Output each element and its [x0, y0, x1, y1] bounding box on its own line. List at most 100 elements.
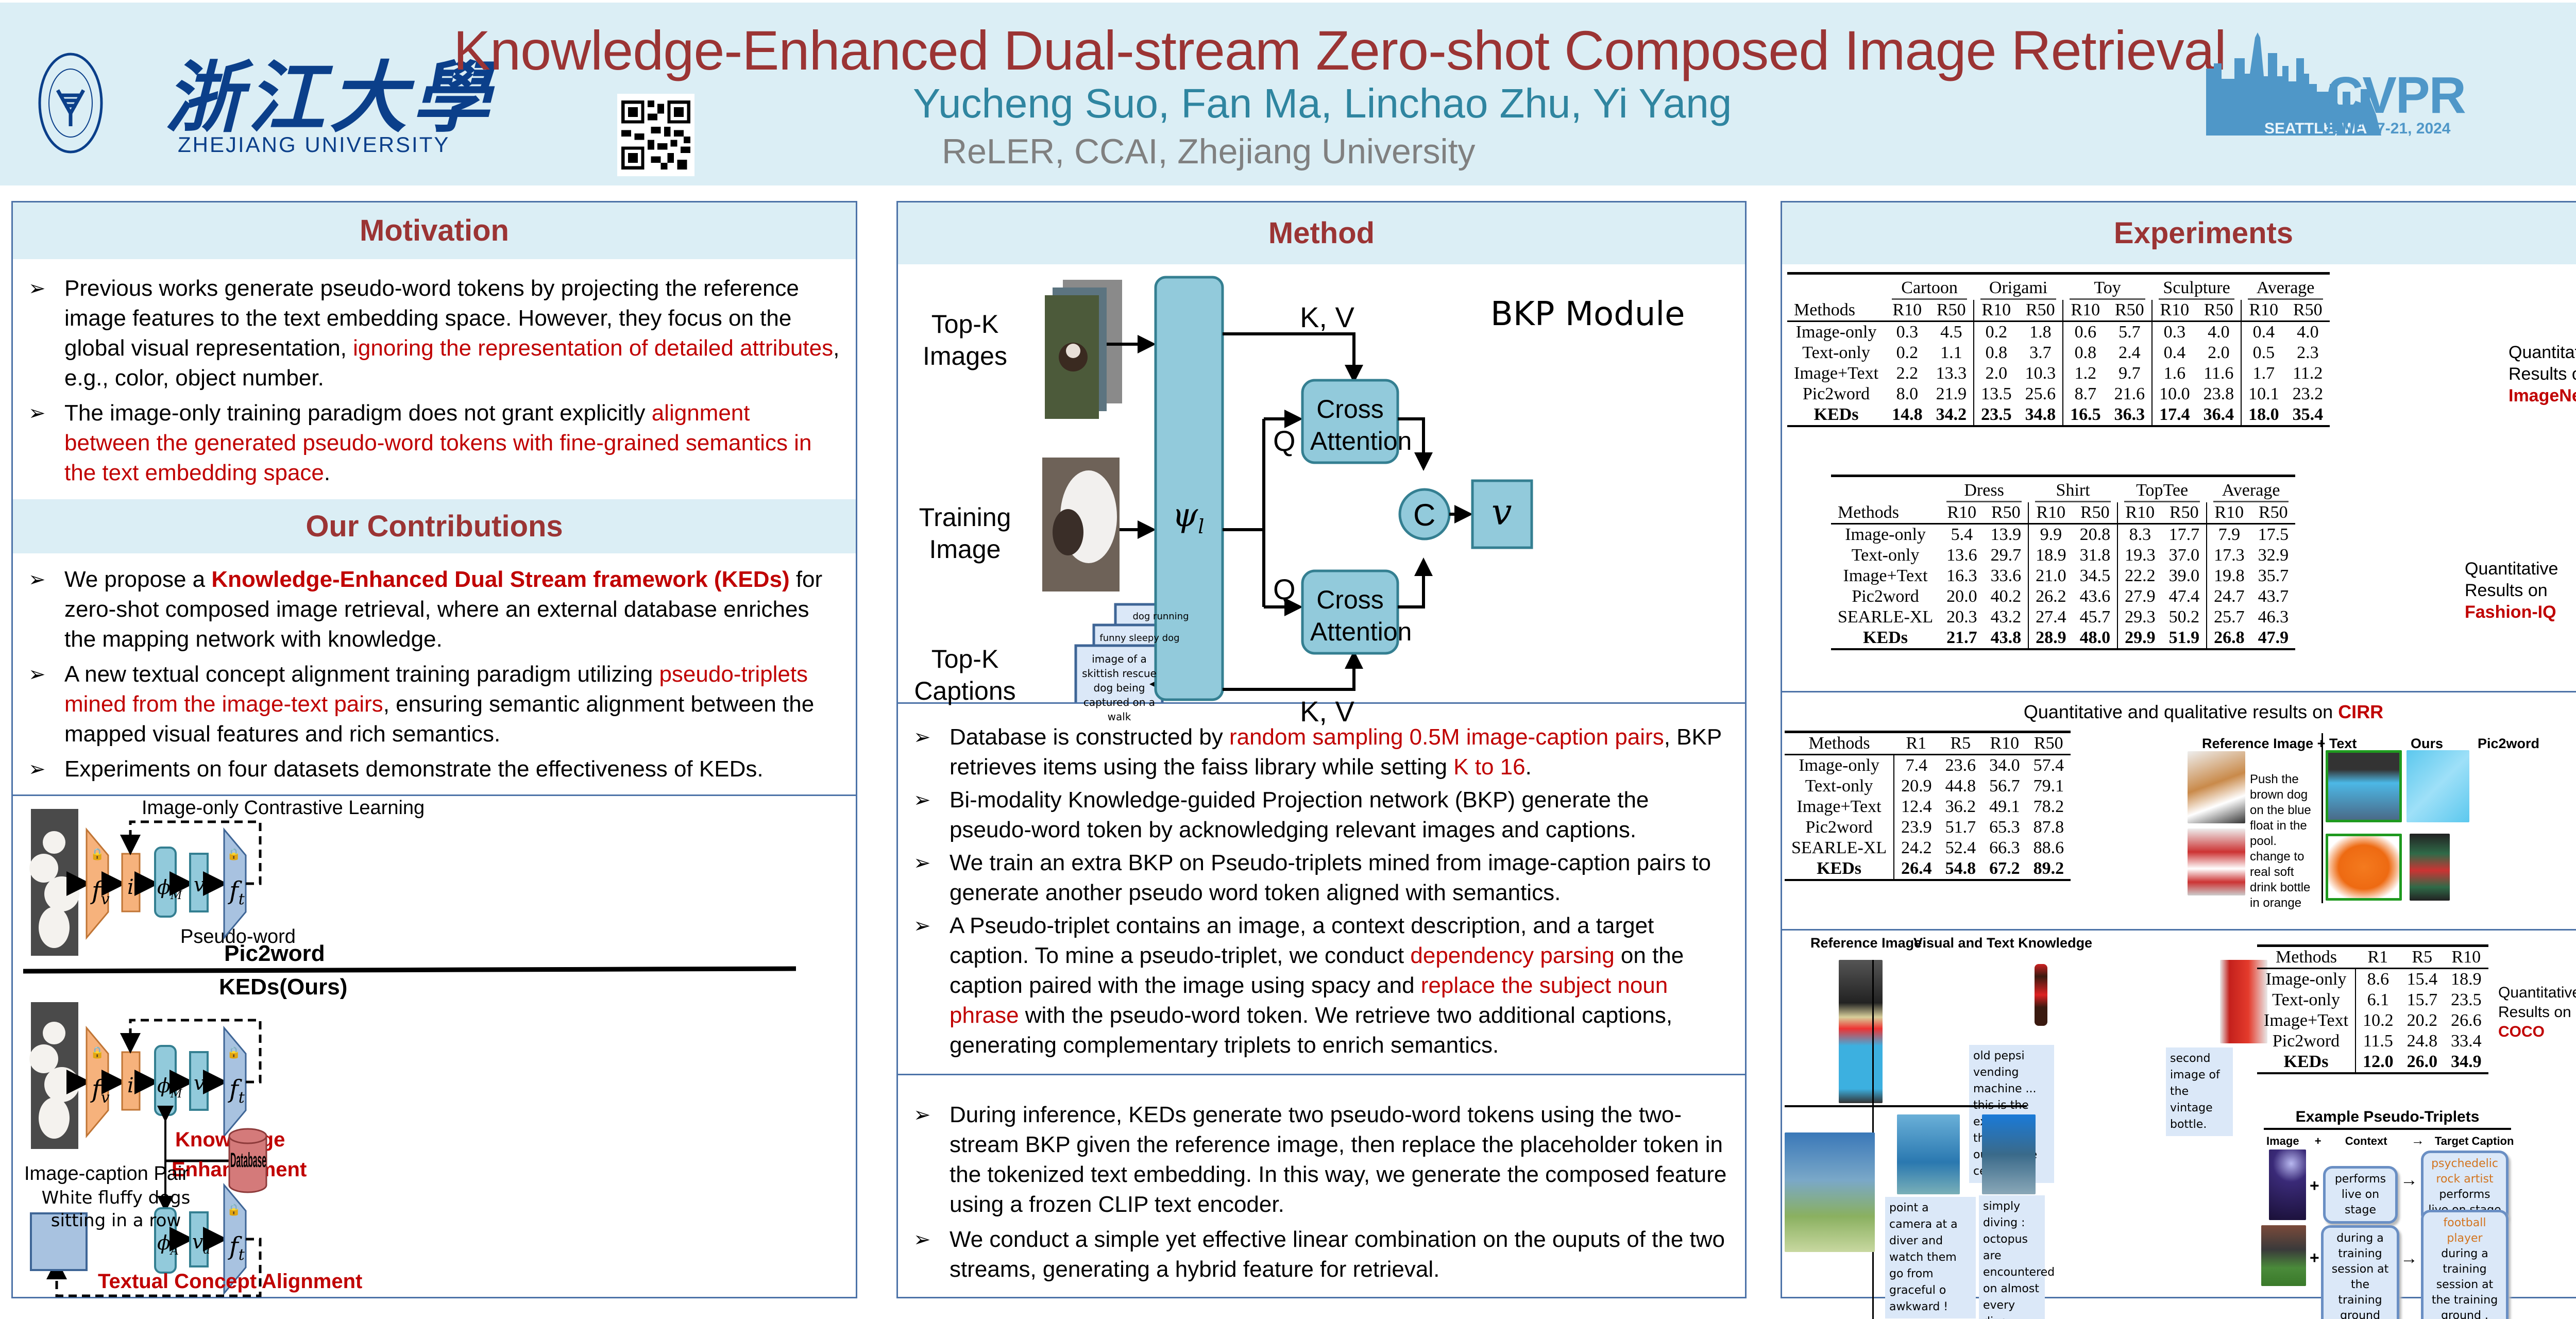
value-cell: 51.7	[1945, 818, 1976, 837]
divers-image	[1897, 1114, 1960, 1194]
knowledge-header: Visual and Text Knowledge	[1913, 935, 2093, 951]
value-cell: 2.0	[2208, 343, 2230, 362]
fv-encoder	[86, 827, 109, 940]
value-cell: 1.8	[2029, 323, 2052, 342]
value-cell: 23.9	[1893, 817, 1939, 838]
value-cell: 20.8	[2079, 525, 2111, 544]
conference-city: SEATTLE, WA	[2264, 120, 2367, 137]
group-header: Dress	[1946, 480, 2022, 502]
value-cell: 20.9	[1893, 776, 1939, 797]
method-cell: Image-only	[1845, 525, 1926, 544]
bullet-item: We conduct a simple yet effective linear…	[898, 1225, 1732, 1284]
value-cell: 24.7	[2206, 586, 2251, 607]
value-cell: 27.9	[2117, 586, 2162, 607]
value-cell: 46.3	[2258, 607, 2289, 627]
methods-header: Methods	[1787, 300, 1886, 322]
metric-header: R50	[2162, 502, 2207, 525]
qr-code-icon[interactable]	[617, 94, 694, 176]
knowledge-ref-header: Reference Image	[1810, 935, 1922, 951]
value-cell: 2.0	[1973, 363, 2019, 384]
topk-captions-label: Top-K Captions	[914, 645, 1016, 705]
topk-images-label: Top-K Images	[923, 310, 1007, 370]
value-cell: 10.2	[2355, 1010, 2400, 1031]
value-cell: 1.1	[1940, 343, 1962, 362]
group-header: Origami	[1980, 278, 2057, 300]
psi-encoder	[1154, 276, 1224, 701]
value-cell: 0.4	[2241, 321, 2286, 343]
group-header: Toy	[2070, 278, 2146, 300]
value-cell: 21.9	[1936, 384, 1967, 403]
value-cell: 31.8	[2079, 546, 2111, 565]
qual-header-pic2word: Pic2word	[2478, 736, 2540, 751]
contributions-list: We propose a Knowledge-Enhanced Dual Str…	[13, 553, 856, 794]
left-column-panel: Motivation Previous works generate pseud…	[11, 201, 857, 1298]
value-cell: 89.2	[2026, 858, 2071, 881]
bullet-item: Previous works generate pseudo-word toke…	[13, 274, 840, 393]
value-cell: 23.5	[2451, 990, 2482, 1009]
value-cell: 33.6	[1990, 566, 2022, 585]
svg-text:Database: Database	[230, 1149, 266, 1172]
arrow-right-icon: →	[2400, 1170, 2418, 1190]
value-cell: 43.8	[1984, 628, 2029, 650]
metric-header: R50	[2251, 502, 2296, 525]
value-cell: 79.1	[2033, 776, 2064, 796]
value-cell: 47.4	[2168, 587, 2200, 606]
svg-text:Image-caption Pair: Image-caption Pair	[24, 1163, 189, 1185]
value-cell: 66.3	[1989, 838, 2020, 857]
metric-header: R10	[1940, 502, 1984, 525]
value-cell: 4.0	[2297, 323, 2319, 342]
metric-header: R10	[2206, 502, 2251, 525]
column-header: R5	[2400, 944, 2445, 969]
poster-header: 浙江大學 ZHEJIANG UNIVERSITY Knowledge-Enhan…	[0, 3, 2576, 185]
value-cell: 54.8	[1938, 858, 1983, 881]
bullet-item: The image-only training paradigm does no…	[13, 398, 840, 488]
triplet-image-1	[2269, 1149, 2306, 1220]
triplet-image-2	[2261, 1225, 2306, 1286]
triplets-title: Example Pseudo-Triplets	[2264, 1108, 2511, 1130]
value-cell: 10.1	[2241, 384, 2286, 404]
column-header: R5	[1938, 731, 1983, 755]
value-cell: 7.4	[1893, 754, 1939, 776]
value-cell: 2.4	[2119, 343, 2141, 362]
svg-text:ϕM: ϕM	[157, 1074, 182, 1101]
svg-text:v: v	[194, 1072, 205, 1094]
group-header: Shirt	[2035, 480, 2111, 502]
value-cell: 51.9	[2162, 628, 2207, 650]
value-cell: 9.7	[2119, 364, 2141, 383]
value-cell: 13.9	[1990, 525, 2022, 544]
value-cell: 2.3	[2297, 343, 2319, 362]
value-cell: 23.8	[2203, 384, 2234, 403]
cirr-caption: Quantitative and qualitative results on …	[2023, 701, 2384, 722]
method-cell: Image+Text	[1794, 364, 1879, 383]
output-token-label: v	[1492, 491, 1512, 533]
value-cell: 50.2	[2168, 607, 2200, 627]
turtle-image	[1982, 1114, 2036, 1194]
svg-text:v: v	[194, 873, 205, 896]
value-cell: 3.7	[2029, 343, 2052, 362]
column-header: Methods	[1785, 731, 1894, 755]
value-cell: 18.9	[2451, 970, 2482, 989]
ours-result-1	[2326, 750, 2402, 822]
svg-text:Pseudo-word: Pseudo-word	[180, 926, 296, 948]
value-cell: 8.6	[2355, 968, 2400, 990]
value-cell: 21.6	[2114, 384, 2145, 403]
concat-label: C	[1413, 498, 1436, 532]
value-cell: 5.7	[2119, 323, 2141, 342]
metric-header: R50	[1984, 502, 2029, 525]
section-divider	[1782, 929, 2576, 931]
value-cell: 15.7	[2406, 990, 2438, 1009]
value-cell: 27.4	[2028, 607, 2073, 628]
university-name-en: ZHEJIANG UNIVERSITY	[178, 132, 450, 157]
value-cell: 65.3	[1989, 818, 2020, 837]
value-cell: 57.4	[2033, 756, 2064, 775]
svg-text:Textual Concept Alignment: Textual Concept Alignment	[98, 1270, 362, 1293]
